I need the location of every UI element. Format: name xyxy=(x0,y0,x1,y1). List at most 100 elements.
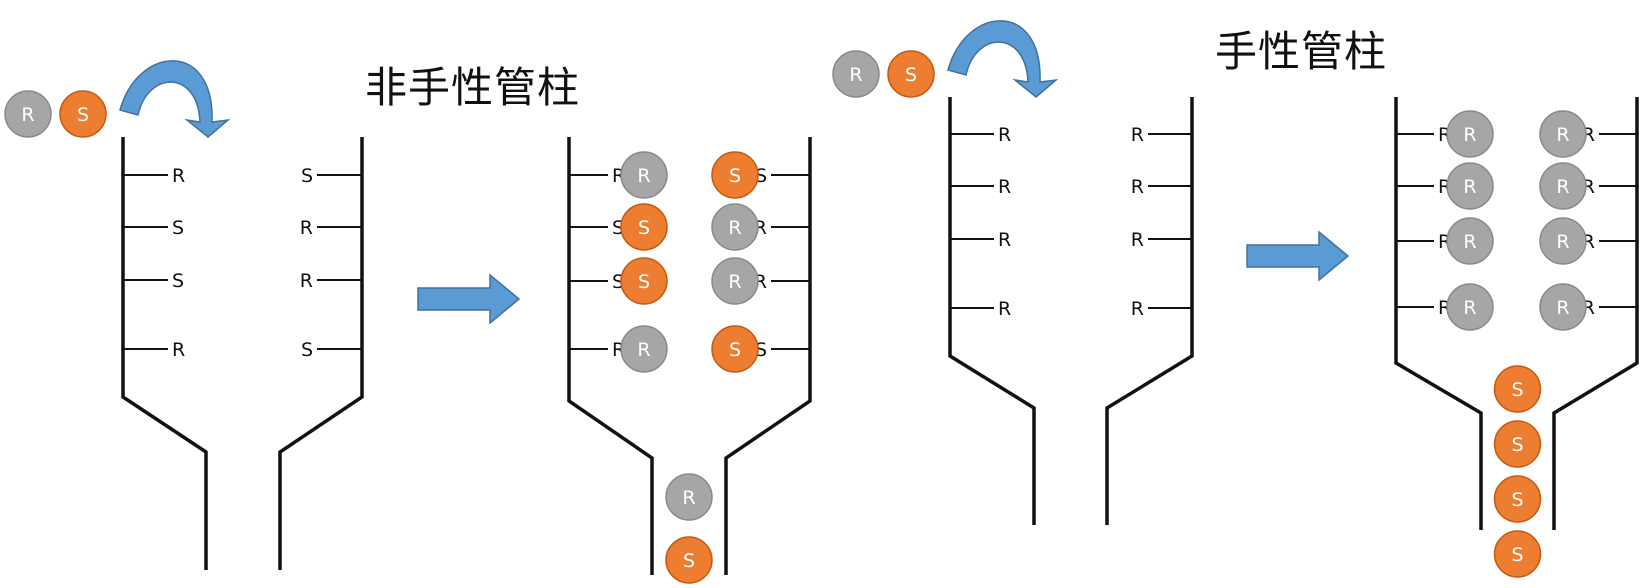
panel-achiral-before-left-ligand-0: R xyxy=(172,165,185,187)
panel-achiral-before-feed-1-circle xyxy=(59,90,107,138)
panel-achiral-before-right-ligand-2: R xyxy=(300,270,313,292)
panel-chiral-before-right-ligand-1: R xyxy=(1131,176,1144,198)
panel-achiral-before-right-ligand-1: R xyxy=(300,217,313,239)
panel-chiral-after-bound-left-3-circle xyxy=(1446,283,1494,331)
panel-achiral-after-bound-right-1: R xyxy=(711,203,759,251)
panel-chiral-before-right-ligand-0: R xyxy=(1131,124,1144,146)
panel-achiral-before-feed-0-circle xyxy=(4,90,52,138)
panel-chiral-after-eluted-2-circle xyxy=(1493,475,1542,523)
panel-chiral-after-bound-right-1-label: R xyxy=(1556,176,1569,198)
panel-chiral-after-eluted-3: S xyxy=(1493,530,1542,578)
panel-achiral-after-right-wall xyxy=(724,137,812,575)
panel-achiral-after-eluted-1-label: S xyxy=(683,550,695,572)
panel-achiral-after-bound-left-0: R xyxy=(620,151,668,199)
panel-achiral-after-bound-left-1-label: S xyxy=(638,217,650,239)
panel-achiral-after-bound-left-2-label: S xyxy=(638,271,650,293)
panel-achiral-after-bound-right-2-label: R xyxy=(728,271,741,293)
panel-achiral-after-bound-right-0-circle xyxy=(711,151,759,199)
panel-achiral-before-right-wall xyxy=(278,137,364,570)
panel-achiral-before-right-ligand-0: S xyxy=(301,165,313,187)
panel-chiral-before-left-ligand-0: R xyxy=(998,124,1011,146)
panel-achiral-after-bound-left-2-circle xyxy=(620,257,668,305)
panel-chiral-before-right-ligand-2: R xyxy=(1131,229,1144,251)
panel-chiral-after-bound-left-0: R xyxy=(1446,110,1494,158)
panel-chiral-before-right-wall xyxy=(1105,97,1194,525)
panel-chiral-before-feed-1-circle xyxy=(887,50,935,98)
panel-chiral-after-eluted-2-label: S xyxy=(1511,489,1523,511)
panel-achiral-before-feed-0: R xyxy=(4,90,52,138)
panel-chiral-after-bound-left-1-circle xyxy=(1446,162,1494,210)
panel-chiral-before-feed-0-label: R xyxy=(849,64,862,86)
panel-achiral-after-bound-left-1: S xyxy=(620,203,668,251)
panel-chiral-after-bound-right-0: R xyxy=(1539,110,1587,158)
panel-chiral-after-bound-right-3-label: R xyxy=(1556,297,1569,319)
panel-chiral-before-left-ligand-2: R xyxy=(998,229,1011,251)
panel-achiral-after-bound-left-3-circle xyxy=(620,325,668,373)
panel-chiral-after-eluted-1-label: S xyxy=(1511,434,1523,456)
achiral-block-arrow-icon xyxy=(417,273,521,325)
panel-achiral-before-left-ligand-1: S xyxy=(172,217,184,239)
achiral-block-arrow-icon-shape xyxy=(417,273,521,325)
panel-chiral-after-bound-right-2-circle xyxy=(1539,217,1587,265)
panel-achiral-after-bound-left-0-circle xyxy=(620,151,668,199)
panel-chiral-after-eluted-1: S xyxy=(1493,420,1542,468)
panel-chiral-before-left-wall xyxy=(948,97,1036,525)
panel-achiral-after-bound-right-0: S xyxy=(711,151,759,199)
panel-achiral-before-feed-0-label: R xyxy=(21,104,34,126)
panel-achiral-after-bound-left-3: R xyxy=(620,325,668,373)
panel-achiral-after-bound-right-0-label: S xyxy=(729,165,741,187)
panel-chiral-after-bound-left-2-label: R xyxy=(1463,231,1476,253)
panel-achiral-after-bound-left-1-circle xyxy=(620,203,668,251)
panel-chiral-after-bound-left-1-label: R xyxy=(1463,176,1476,198)
panel-achiral-after-eluted-0-circle xyxy=(665,473,713,521)
panel-chiral-before-feed-1: S xyxy=(887,50,935,98)
panel-chiral-after-eluted-2: S xyxy=(1493,475,1542,523)
title-chiral-column: 手性管柱 xyxy=(1215,27,1388,76)
panel-achiral-after-bound-left-2: S xyxy=(620,257,668,305)
panel-chiral-after-bound-left-1: R xyxy=(1446,162,1494,210)
panel-chiral-after-eluted-3-circle xyxy=(1493,530,1542,578)
chiral-block-arrow-icon-shape xyxy=(1246,230,1350,282)
panel-achiral-before-curved-arrow-shape xyxy=(119,60,231,138)
panel-achiral-after-bound-right-3-circle xyxy=(711,325,759,373)
panel-achiral-after-bound-left-3-label: R xyxy=(637,339,650,361)
panel-achiral-after-eluted-0: R xyxy=(665,473,713,521)
panel-chiral-after-right-wall xyxy=(1552,97,1639,530)
panel-chiral-after-bound-right-0-circle xyxy=(1539,110,1587,158)
panel-achiral-before-left-wall xyxy=(121,137,208,570)
panel-chiral-after-bound-left-0-label: R xyxy=(1463,124,1476,146)
panel-chiral-after-eluted-0: S xyxy=(1493,365,1542,413)
panel-chiral-after-bound-right-2-label: R xyxy=(1556,231,1569,253)
panel-achiral-after-bound-left-0-label: R xyxy=(637,165,650,187)
panel-chiral-after-eluted-3-label: S xyxy=(1511,544,1523,566)
panel-achiral-after-bound-right-2-circle xyxy=(711,257,759,305)
panel-achiral-before-right-ligand-3: S xyxy=(301,339,313,361)
panel-chiral-after-bound-left-3-label: R xyxy=(1463,297,1476,319)
panel-chiral-before-curved-arrow-icon xyxy=(947,20,1059,98)
panel-chiral-before-feed-0: R xyxy=(832,50,880,98)
panel-chiral-after-bound-left-2: R xyxy=(1446,217,1494,265)
panel-achiral-before-left-ligand-3: R xyxy=(172,339,185,361)
panel-achiral-after-eluted-1-circle xyxy=(665,536,713,584)
panel-chiral-before-left-ligand-3: R xyxy=(998,298,1011,320)
panel-achiral-after-bound-right-2: R xyxy=(711,257,759,305)
panel-achiral-after-bound-right-1-label: R xyxy=(728,217,741,239)
panel-chiral-after-eluted-0-label: S xyxy=(1511,379,1523,401)
panel-chiral-after-bound-right-2: R xyxy=(1539,217,1587,265)
panel-achiral-after-bound-right-1-circle xyxy=(711,203,759,251)
panel-chiral-after-bound-right-3: R xyxy=(1539,283,1587,331)
panel-chiral-after-bound-right-0-label: R xyxy=(1556,124,1569,146)
panel-chiral-before-feed-1-label: S xyxy=(905,64,917,86)
panel-achiral-before-feed-1: S xyxy=(59,90,107,138)
title-achiral-column: 非手性管柱 xyxy=(365,63,581,112)
panel-chiral-after-bound-right-1: R xyxy=(1539,162,1587,210)
panel-achiral-after-left-wall xyxy=(567,137,654,575)
panel-achiral-after-bound-right-3-label: S xyxy=(729,339,741,361)
panel-chiral-after-left-wall xyxy=(1394,97,1483,530)
panel-chiral-after-bound-right-1-circle xyxy=(1539,162,1587,210)
panel-chiral-after-bound-left-2-circle xyxy=(1446,217,1494,265)
panel-chiral-before-left-ligand-1: R xyxy=(998,176,1011,198)
panel-achiral-before-curved-arrow-icon xyxy=(119,60,231,138)
panel-chiral-after-eluted-1-circle xyxy=(1493,420,1542,468)
